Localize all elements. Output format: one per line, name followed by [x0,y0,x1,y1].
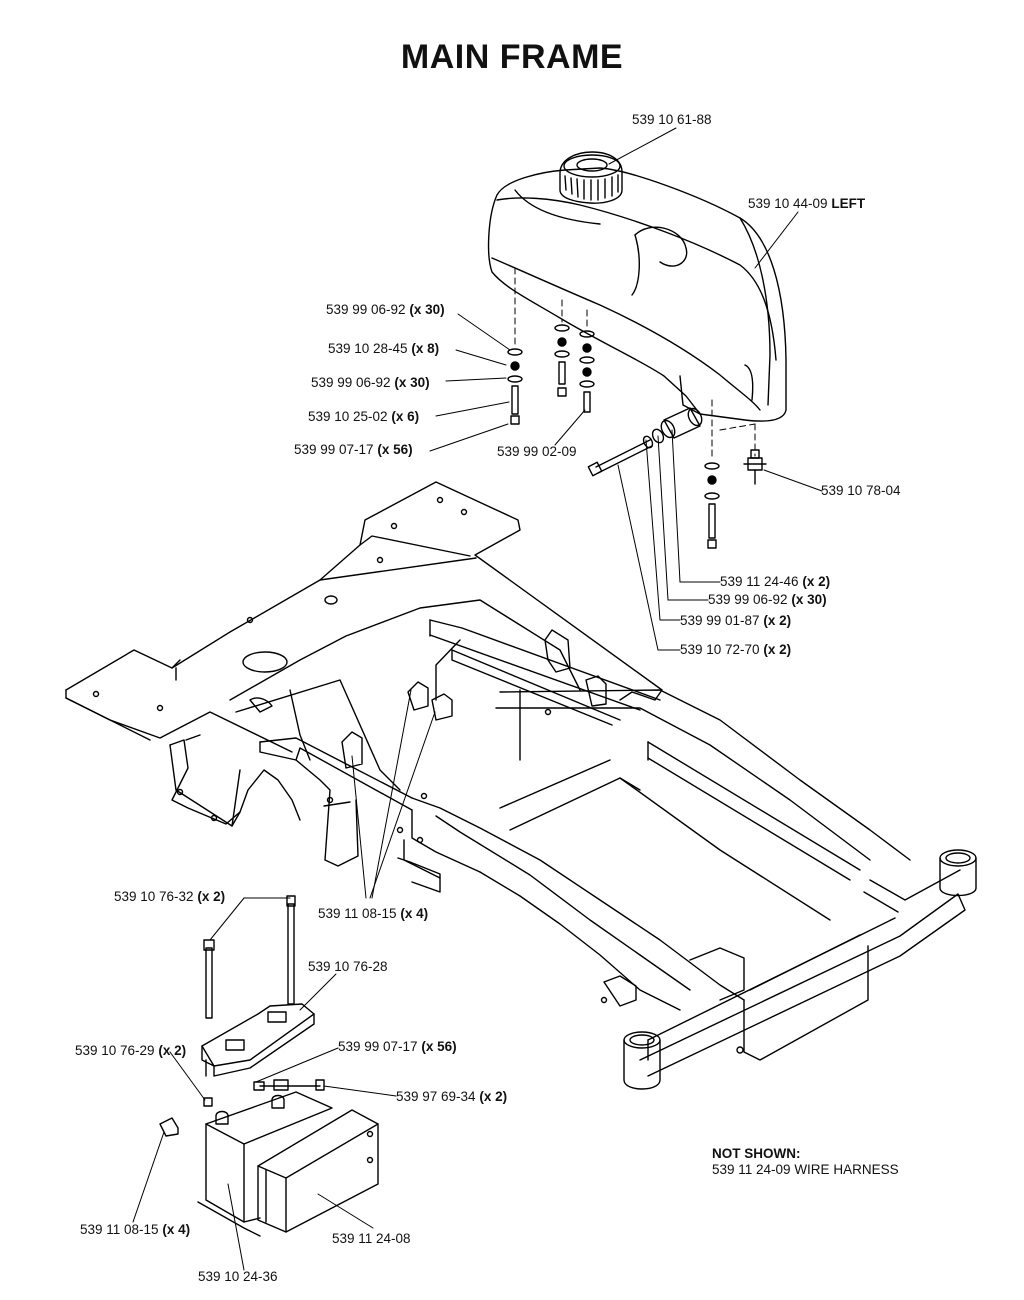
tank-fastener-stack-a [508,349,522,424]
callout-fuel-tank: 539 10 44-09 LEFT [748,196,866,211]
tank-fastener-stack-d [705,463,719,548]
callout-nut-lower: 539 99 07-17 (x 56) [338,1039,457,1054]
callout-washer-1: 539 99 06-92 (x 30) [326,302,445,317]
tank-fastener-stack-c [580,331,594,412]
not-shown-heading: NOT SHOWN: [712,1146,801,1161]
callout-spacer: 539 10 25-02 (x 6) [308,409,420,424]
callout-long-bolt: 539 10 72-70 (x 2) [680,642,792,657]
callout-battery-box: 539 11 24-08 [332,1231,411,1246]
not-shown-note: NOT SHOWN: 539 11 24-09 WIRE HARNESS [712,1146,899,1178]
callout-hold-down-rod: 539 10 76-32 (x 2) [114,889,226,904]
battery-box-assembly [160,896,378,1236]
callout-nut: 539 99 07-17 (x 56) [294,442,413,457]
callout-bolt: 539 99 02-09 [497,444,577,459]
fuel-valve [744,450,766,484]
callout-battery: 539 10 24-36 [198,1269,278,1284]
callout-fuel-valve: 539 10 78-04 [821,483,901,498]
fuel-tank [489,152,786,421]
callout-grommet: 539 10 28-45 (x 8) [328,341,440,356]
main-frame [66,482,976,1089]
callout-lock-washer: 539 99 01-87 (x 2) [680,613,792,628]
callout-washer-3: 539 99 06-92 (x 30) [708,592,827,607]
leader-lines [133,128,822,1270]
callout-clip-upper: 539 11 08-15 (x 4) [318,906,429,921]
callout-fuel-cap: 539 10 61-88 [632,112,712,127]
tank-mount-bolt [588,406,704,475]
page-title: MAIN FRAME [400,38,624,76]
callout-clamp: 539 10 76-28 [308,959,388,974]
callout-wing-nut: 539 10 76-29 (x 2) [75,1043,187,1058]
callout-washer-2: 539 99 06-92 (x 30) [311,375,430,390]
callout-spacer-tube: 539 11 24-46 (x 2) [720,574,831,589]
callout-clip-lower: 539 11 08-15 (x 4) [80,1222,191,1237]
callout-terminal-bolt: 539 97 69-34 (x 2) [396,1089,508,1104]
not-shown-item: 539 11 24-09 WIRE HARNESS [712,1162,899,1177]
tank-fastener-stack-b [555,325,569,396]
